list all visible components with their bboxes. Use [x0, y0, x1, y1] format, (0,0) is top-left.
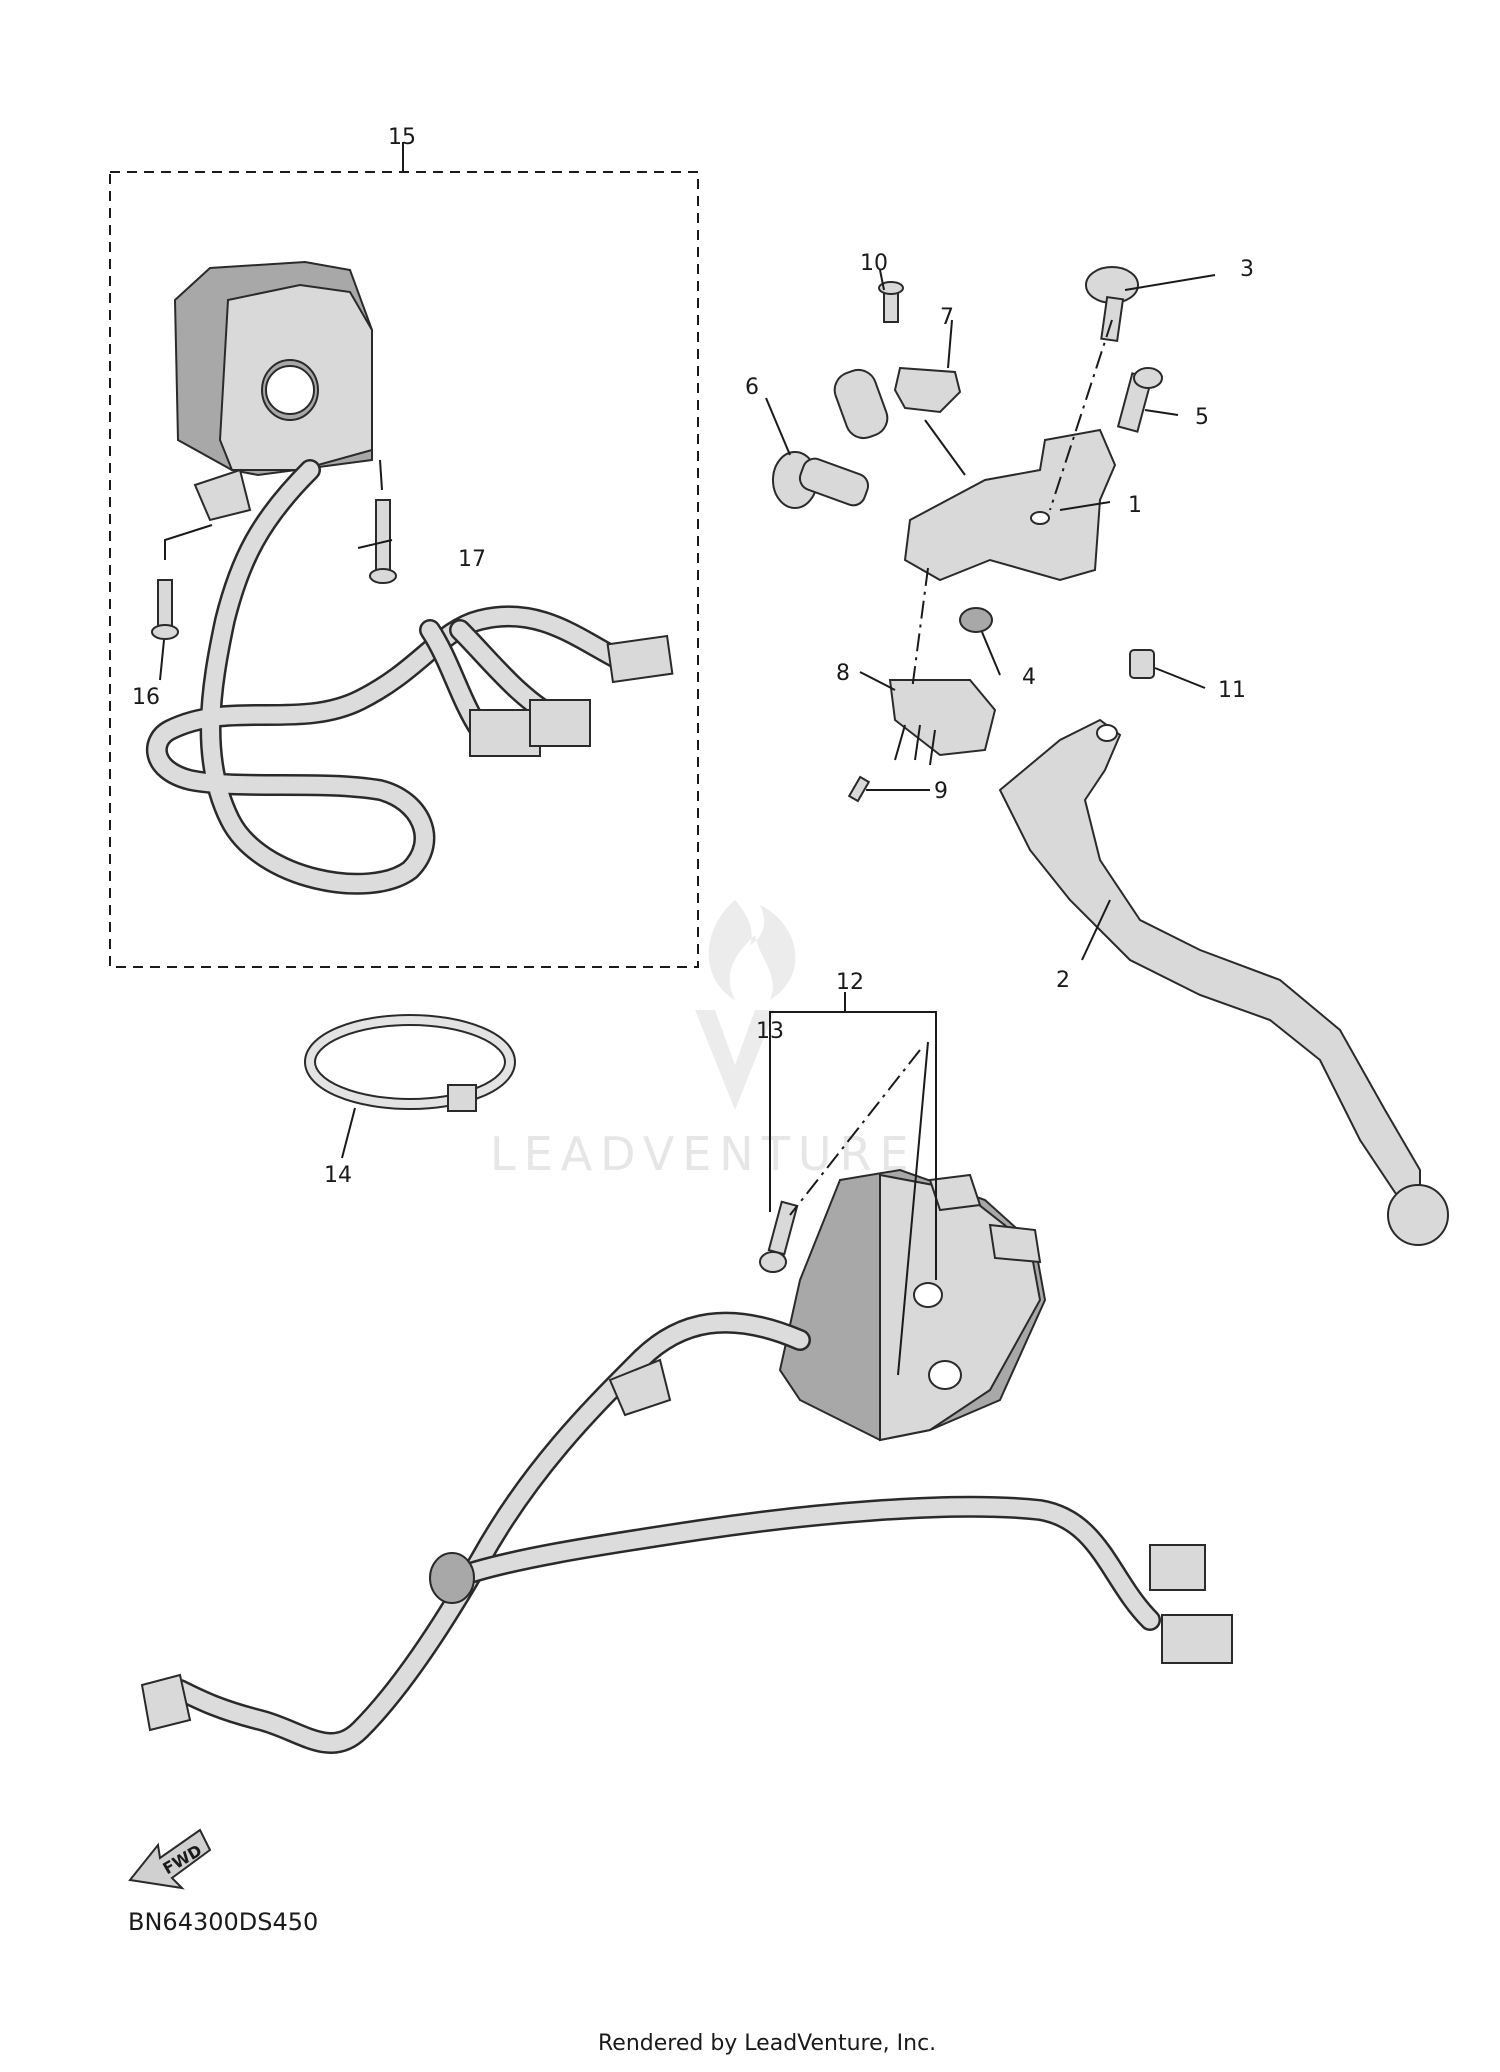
callout-12: 12 [836, 970, 864, 995]
connector [1149, 1544, 1206, 1591]
callout-14: 14 [324, 1163, 352, 1188]
connector [469, 709, 541, 757]
callout-6: 6 [745, 375, 759, 400]
callout-3: 3 [1240, 257, 1254, 282]
callout-11: 11 [1218, 678, 1246, 703]
washer-4 [959, 607, 993, 633]
lever-bracket-1 [903, 428, 1117, 582]
leader-lines [159, 269, 1216, 1376]
callout-15: 15 [388, 125, 416, 150]
v-logo-icon [695, 1010, 775, 1110]
callout-13: 13 [756, 1019, 784, 1044]
clutch-lever-2 [998, 718, 1449, 1246]
cable-band-14 [304, 1014, 516, 1112]
fwd-arrow: FWD [128, 1828, 212, 1890]
callouts: 1 2 3 4 5 6 7 8 9 10 11 12 13 14 15 16 1… [132, 125, 1254, 1188]
connector [529, 699, 591, 747]
clutch-switch-8 [888, 679, 997, 766]
watermark-text: LEADVENTURE [490, 1127, 917, 1181]
callout-5: 5 [1195, 405, 1209, 430]
holder-7 [833, 366, 962, 440]
callout-17: 17 [458, 547, 486, 572]
right-switch-housing [778, 1168, 1047, 1442]
callout-8: 8 [836, 661, 850, 686]
collar-11 [1129, 649, 1155, 679]
callout-1: 1 [1128, 493, 1142, 518]
left-switch-harness [145, 459, 674, 895]
assembly-15-box [109, 142, 699, 968]
flame-logo-icon [708, 900, 796, 1000]
adjuster-6 [772, 451, 870, 509]
footer-credit: Rendered by LeadVenture, Inc. [598, 2031, 936, 2056]
bolt-5 [1116, 367, 1163, 433]
callout-9: 9 [934, 779, 948, 804]
left-switch-housing [173, 260, 373, 477]
watermark: LEADVENTURE [490, 900, 917, 1181]
right-switch-harness [140, 1311, 1233, 1754]
screw-9 [847, 775, 871, 803]
connector [606, 634, 674, 684]
screw-16 [151, 524, 213, 640]
callout-2: 2 [1056, 968, 1070, 993]
screw-17 [369, 459, 397, 584]
diagram-code: BN64300DS450 [128, 1908, 318, 1936]
callout-4: 4 [1022, 665, 1036, 690]
callout-16: 16 [132, 685, 160, 710]
fwd-arrow-icon [128, 1828, 212, 1890]
callout-10: 10 [860, 251, 888, 276]
connector [1161, 1614, 1233, 1664]
pivot-bolt-3 [1085, 266, 1139, 343]
callout-7: 7 [940, 305, 954, 330]
screw-10 [878, 281, 904, 323]
